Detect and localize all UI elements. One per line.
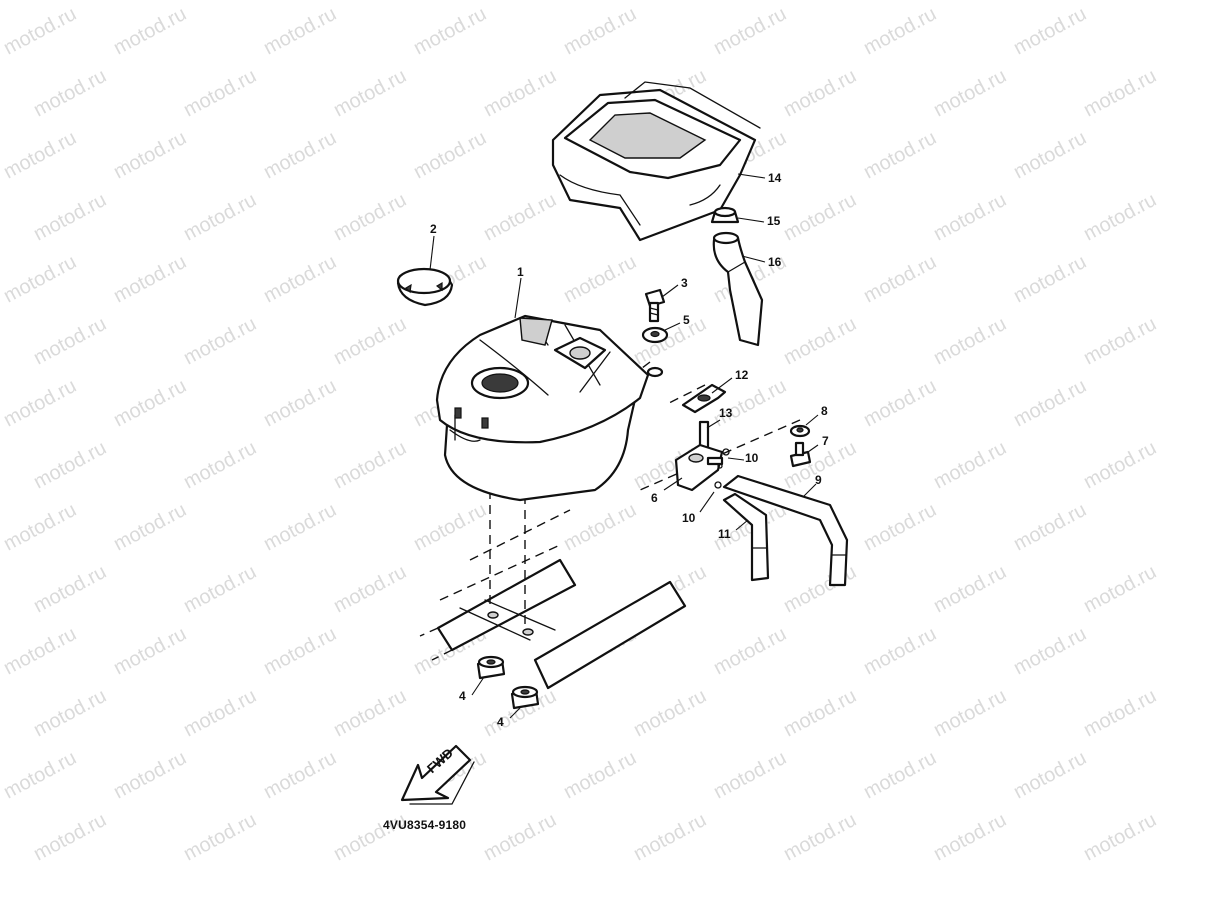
fwd-arrow-icon [400, 744, 475, 805]
callout-13: 13 [719, 406, 733, 420]
fuel-tank [435, 314, 650, 502]
frame-tubes [419, 509, 687, 690]
callout-14: 14 [768, 171, 782, 185]
callout-12: 12 [735, 368, 749, 382]
bolt-7 [789, 441, 812, 468]
bolt-3 [644, 288, 666, 323]
leader-lines [429, 173, 819, 719]
callout-6: 6 [651, 491, 658, 505]
hose-16 [712, 231, 764, 347]
fuel-cap [396, 267, 454, 307]
drawing-code: 4VU8354-9180 [383, 818, 467, 832]
grommet [646, 366, 664, 378]
mount-hole [487, 611, 499, 619]
callout-10b: 10 [682, 511, 696, 525]
callout-10a: 10 [745, 451, 759, 465]
callout-1: 1 [517, 265, 524, 279]
hose-11 [722, 492, 770, 582]
washer-5 [641, 326, 669, 344]
mount-hole [522, 628, 534, 636]
tray-14 [551, 81, 761, 242]
callout-9: 9 [815, 473, 822, 487]
callout-16: 16 [768, 255, 782, 269]
clips-10 [714, 448, 730, 489]
callout-4b: 4 [497, 715, 504, 729]
callout-2: 2 [430, 222, 437, 236]
damper-4b [510, 685, 540, 710]
callout-8: 8 [821, 404, 828, 418]
callout-7: 7 [822, 434, 829, 448]
damper-4a [476, 655, 506, 680]
callout-11: 11 [718, 527, 731, 541]
nut-15 [710, 206, 740, 224]
washer-8 [789, 424, 811, 438]
callout-5: 5 [683, 313, 690, 327]
callout-3: 3 [681, 276, 688, 290]
hose-9 [722, 474, 849, 587]
callout-15: 15 [767, 214, 781, 228]
callout-4a: 4 [459, 689, 466, 703]
fuel-cock-6 [674, 420, 724, 492]
